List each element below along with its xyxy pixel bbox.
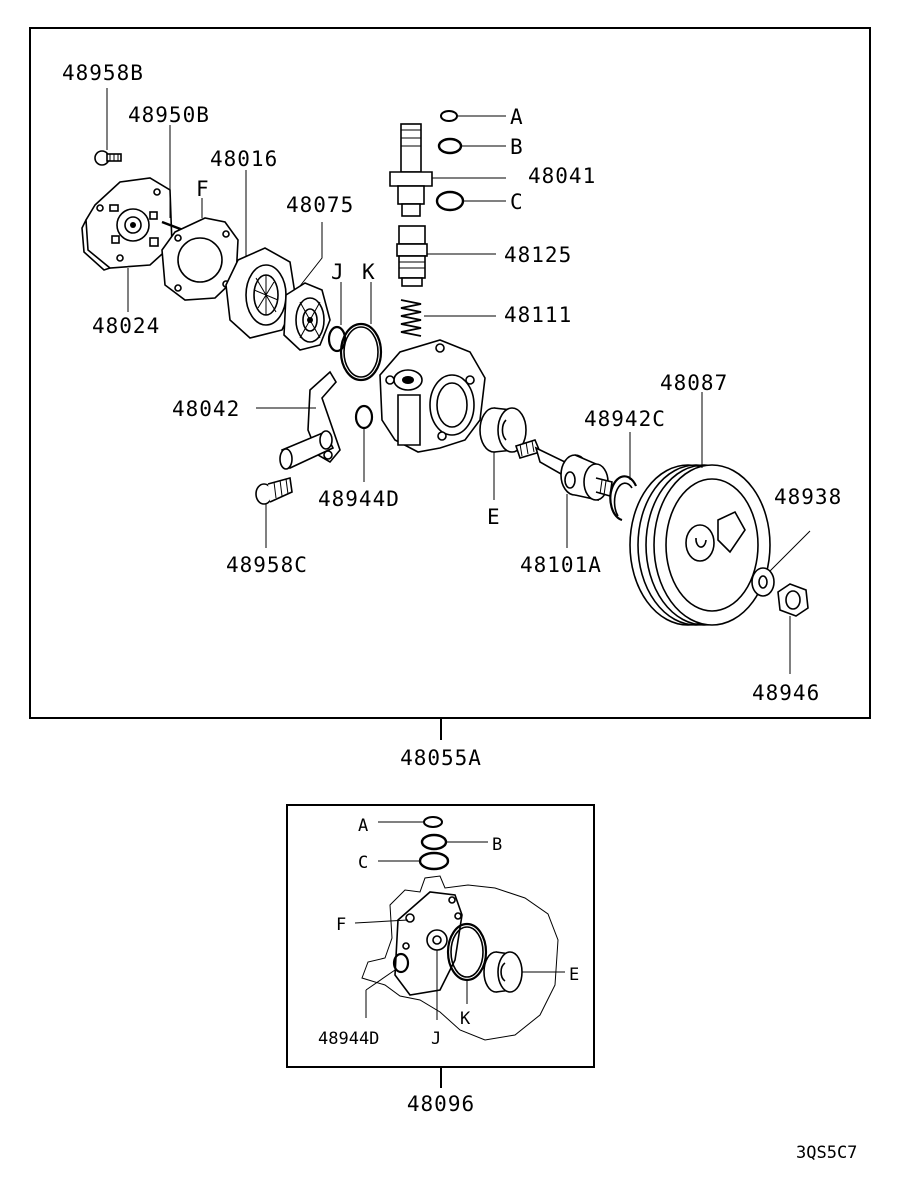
bracket-48042-drawing (256, 370, 341, 470)
kit-label-J[interactable]: J (431, 1029, 441, 1049)
kit-label-48944D[interactable]: 48944D (318, 1029, 379, 1049)
pulley-48087-drawing (629, 392, 771, 626)
part-label-48087[interactable]: 48087 (660, 371, 728, 395)
part-label-C[interactable]: C (510, 190, 524, 214)
snap-ring-48942C-drawing (609, 432, 638, 522)
kit-o-ring-B-drawing (420, 833, 488, 851)
part-label-48041[interactable]: 48041 (528, 164, 596, 188)
cam-ring-48016-drawing (225, 170, 297, 339)
kit-label-C[interactable]: C (358, 853, 368, 873)
kit-label-A[interactable]: A (358, 816, 368, 836)
diagram-code: 3QS5C7 (796, 1143, 857, 1163)
main-assembly-number[interactable]: 48055A (400, 746, 482, 770)
kit-label-B[interactable]: B (492, 835, 502, 855)
o-ring-K-drawing (339, 282, 383, 382)
part-label-48125[interactable]: 48125 (504, 243, 572, 267)
oil-seal-E-drawing (479, 407, 527, 500)
part-label-48944D[interactable]: 48944D (318, 487, 400, 511)
kit-label-F[interactable]: F (336, 915, 346, 935)
kit-o-ring-K-drawing (446, 922, 488, 1004)
part-label-48111[interactable]: 48111 (504, 303, 572, 327)
washer-48938-drawing (751, 530, 811, 597)
kit-number[interactable]: 48096 (407, 1092, 475, 1116)
bolt-48958B-drawing (94, 88, 122, 166)
flow-valve-48125-drawing (396, 225, 496, 287)
part-label-K[interactable]: K (362, 260, 376, 284)
kit-pump-outline-drawing (361, 875, 559, 1041)
part-label-48946[interactable]: 48946 (752, 681, 820, 705)
pin-48950B-drawing (161, 125, 184, 232)
rotor-48075-drawing (283, 222, 331, 351)
part-label-48016[interactable]: 48016 (210, 147, 278, 171)
part-label-48101A[interactable]: 48101A (520, 553, 602, 577)
bolt-48958C-drawing (255, 476, 293, 548)
part-label-F[interactable]: F (196, 177, 210, 201)
part-label-J[interactable]: J (331, 260, 345, 284)
shaft-48101A-drawing (514, 439, 613, 548)
part-label-48958C[interactable]: 48958C (226, 553, 308, 577)
kit-o-ring-A-drawing (378, 816, 443, 828)
part-label-48938[interactable]: 48938 (774, 485, 842, 509)
part-label-48042[interactable]: 48042 (172, 397, 240, 421)
kit-label-E[interactable]: E (569, 965, 579, 985)
o-ring-48944D-drawing (354, 404, 374, 482)
pump-body-drawing (379, 339, 486, 453)
kit-o-ring-48944D-drawing (365, 952, 410, 1018)
nut-48946-drawing (777, 583, 809, 674)
part-label-B[interactable]: B (510, 135, 524, 159)
o-ring-B-drawing (437, 137, 506, 155)
part-label-48024[interactable]: 48024 (92, 314, 160, 338)
part-label-E[interactable]: E (487, 505, 501, 529)
kit-label-K[interactable]: K (460, 1009, 471, 1029)
spring-48111-drawing (400, 299, 496, 337)
o-ring-J-drawing (327, 282, 347, 353)
rear-cover-48024-drawing (81, 177, 173, 312)
gasket-F-drawing (161, 198, 239, 301)
part-label-A[interactable]: A (510, 105, 524, 129)
part-label-48942C[interactable]: 48942C (584, 407, 666, 431)
connector-48041-drawing (389, 123, 506, 217)
part-label-48075[interactable]: 48075 (286, 193, 354, 217)
kit-leader-F (354, 919, 409, 924)
kit-oil-seal-E-drawing (483, 951, 565, 993)
o-ring-A-drawing (440, 110, 506, 122)
o-ring-C-drawing (435, 190, 506, 212)
kit-o-ring-C-drawing (378, 851, 450, 871)
part-label-48950B[interactable]: 48950B (128, 103, 210, 127)
part-label-48958B[interactable]: 48958B (62, 61, 144, 85)
main-assembly-frame (29, 27, 871, 719)
